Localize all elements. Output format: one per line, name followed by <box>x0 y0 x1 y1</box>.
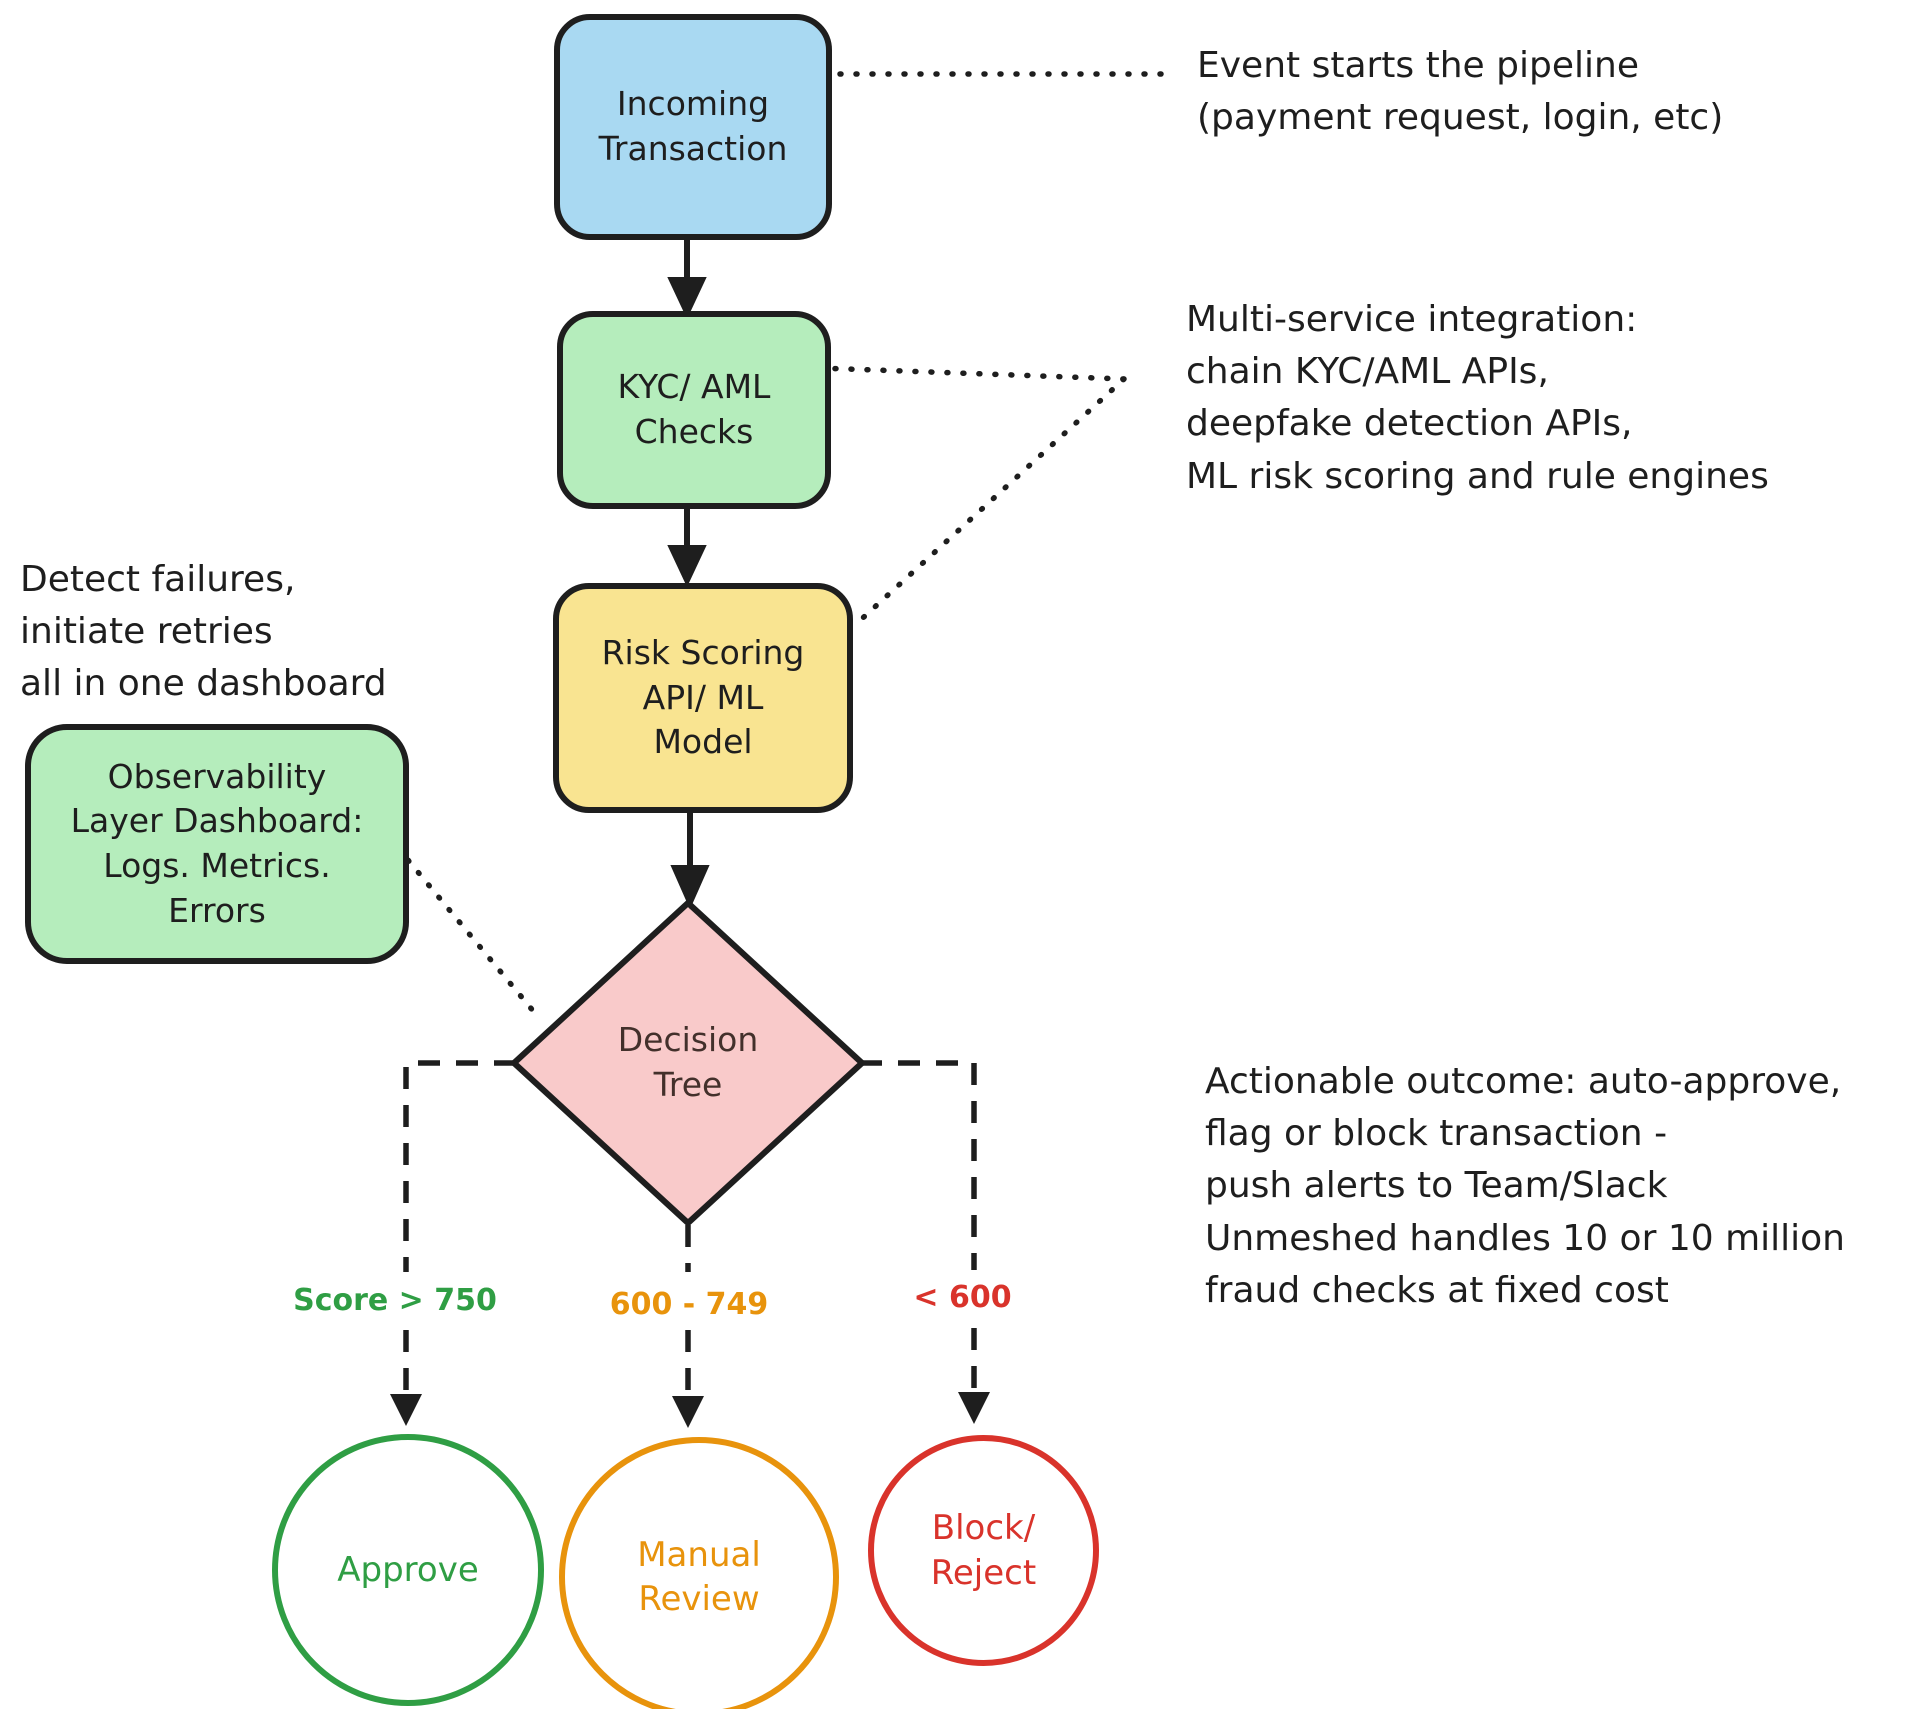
node-decision-tree: Decision Tree <box>617 1020 759 1104</box>
node-incoming-transaction: Incoming Transaction <box>554 14 832 240</box>
branch-label-score-above-750: Score > 750 <box>293 1283 497 1318</box>
terminal-block-reject: Block/ Reject <box>868 1435 1099 1666</box>
arrowhead-incoming-to-kyc <box>667 277 707 320</box>
branch-label-600-749: 600 - 749 <box>609 1287 769 1322</box>
arrowhead-kyc-to-risk <box>667 545 707 588</box>
leader-observability-to-decision <box>395 845 537 1015</box>
terminal-manual-review: Manual Review <box>559 1437 839 1709</box>
annotation-multi-service-integration: Multi-service integration: chain KYC/AML… <box>1186 299 1769 497</box>
node-observability-dashboard: Observability Layer Dashboard: Logs. Met… <box>25 724 409 964</box>
branch-block-path-upper <box>860 1060 977 1270</box>
branch-approve-path-upper <box>403 1060 516 1272</box>
node-kyc-aml-checks: KYC/ AML Checks <box>557 311 831 509</box>
arrowhead-branch-review <box>672 1396 704 1428</box>
node-risk-scoring: Risk Scoring API/ ML Model <box>553 583 853 813</box>
arrowhead-branch-approve <box>390 1394 422 1426</box>
leader-risk-to-integration-note <box>851 376 1127 629</box>
annotation-actionable-outcome: Actionable outcome: auto-approve, flag o… <box>1205 1061 1845 1311</box>
arrowhead-branch-block <box>958 1392 990 1424</box>
terminal-approve: Approve <box>272 1434 544 1706</box>
annotation-event-start: Event starts the pipeline (payment reque… <box>1197 45 1724 139</box>
branch-label-below-600: < 600 <box>913 1280 1012 1315</box>
leader-kyc-to-integration-note <box>816 365 1127 382</box>
arrowhead-risk-to-decision <box>670 865 710 910</box>
annotation-detect-failures: Detect failures, initiate retries all in… <box>20 559 387 705</box>
decision-diamond-shape <box>511 900 865 1226</box>
